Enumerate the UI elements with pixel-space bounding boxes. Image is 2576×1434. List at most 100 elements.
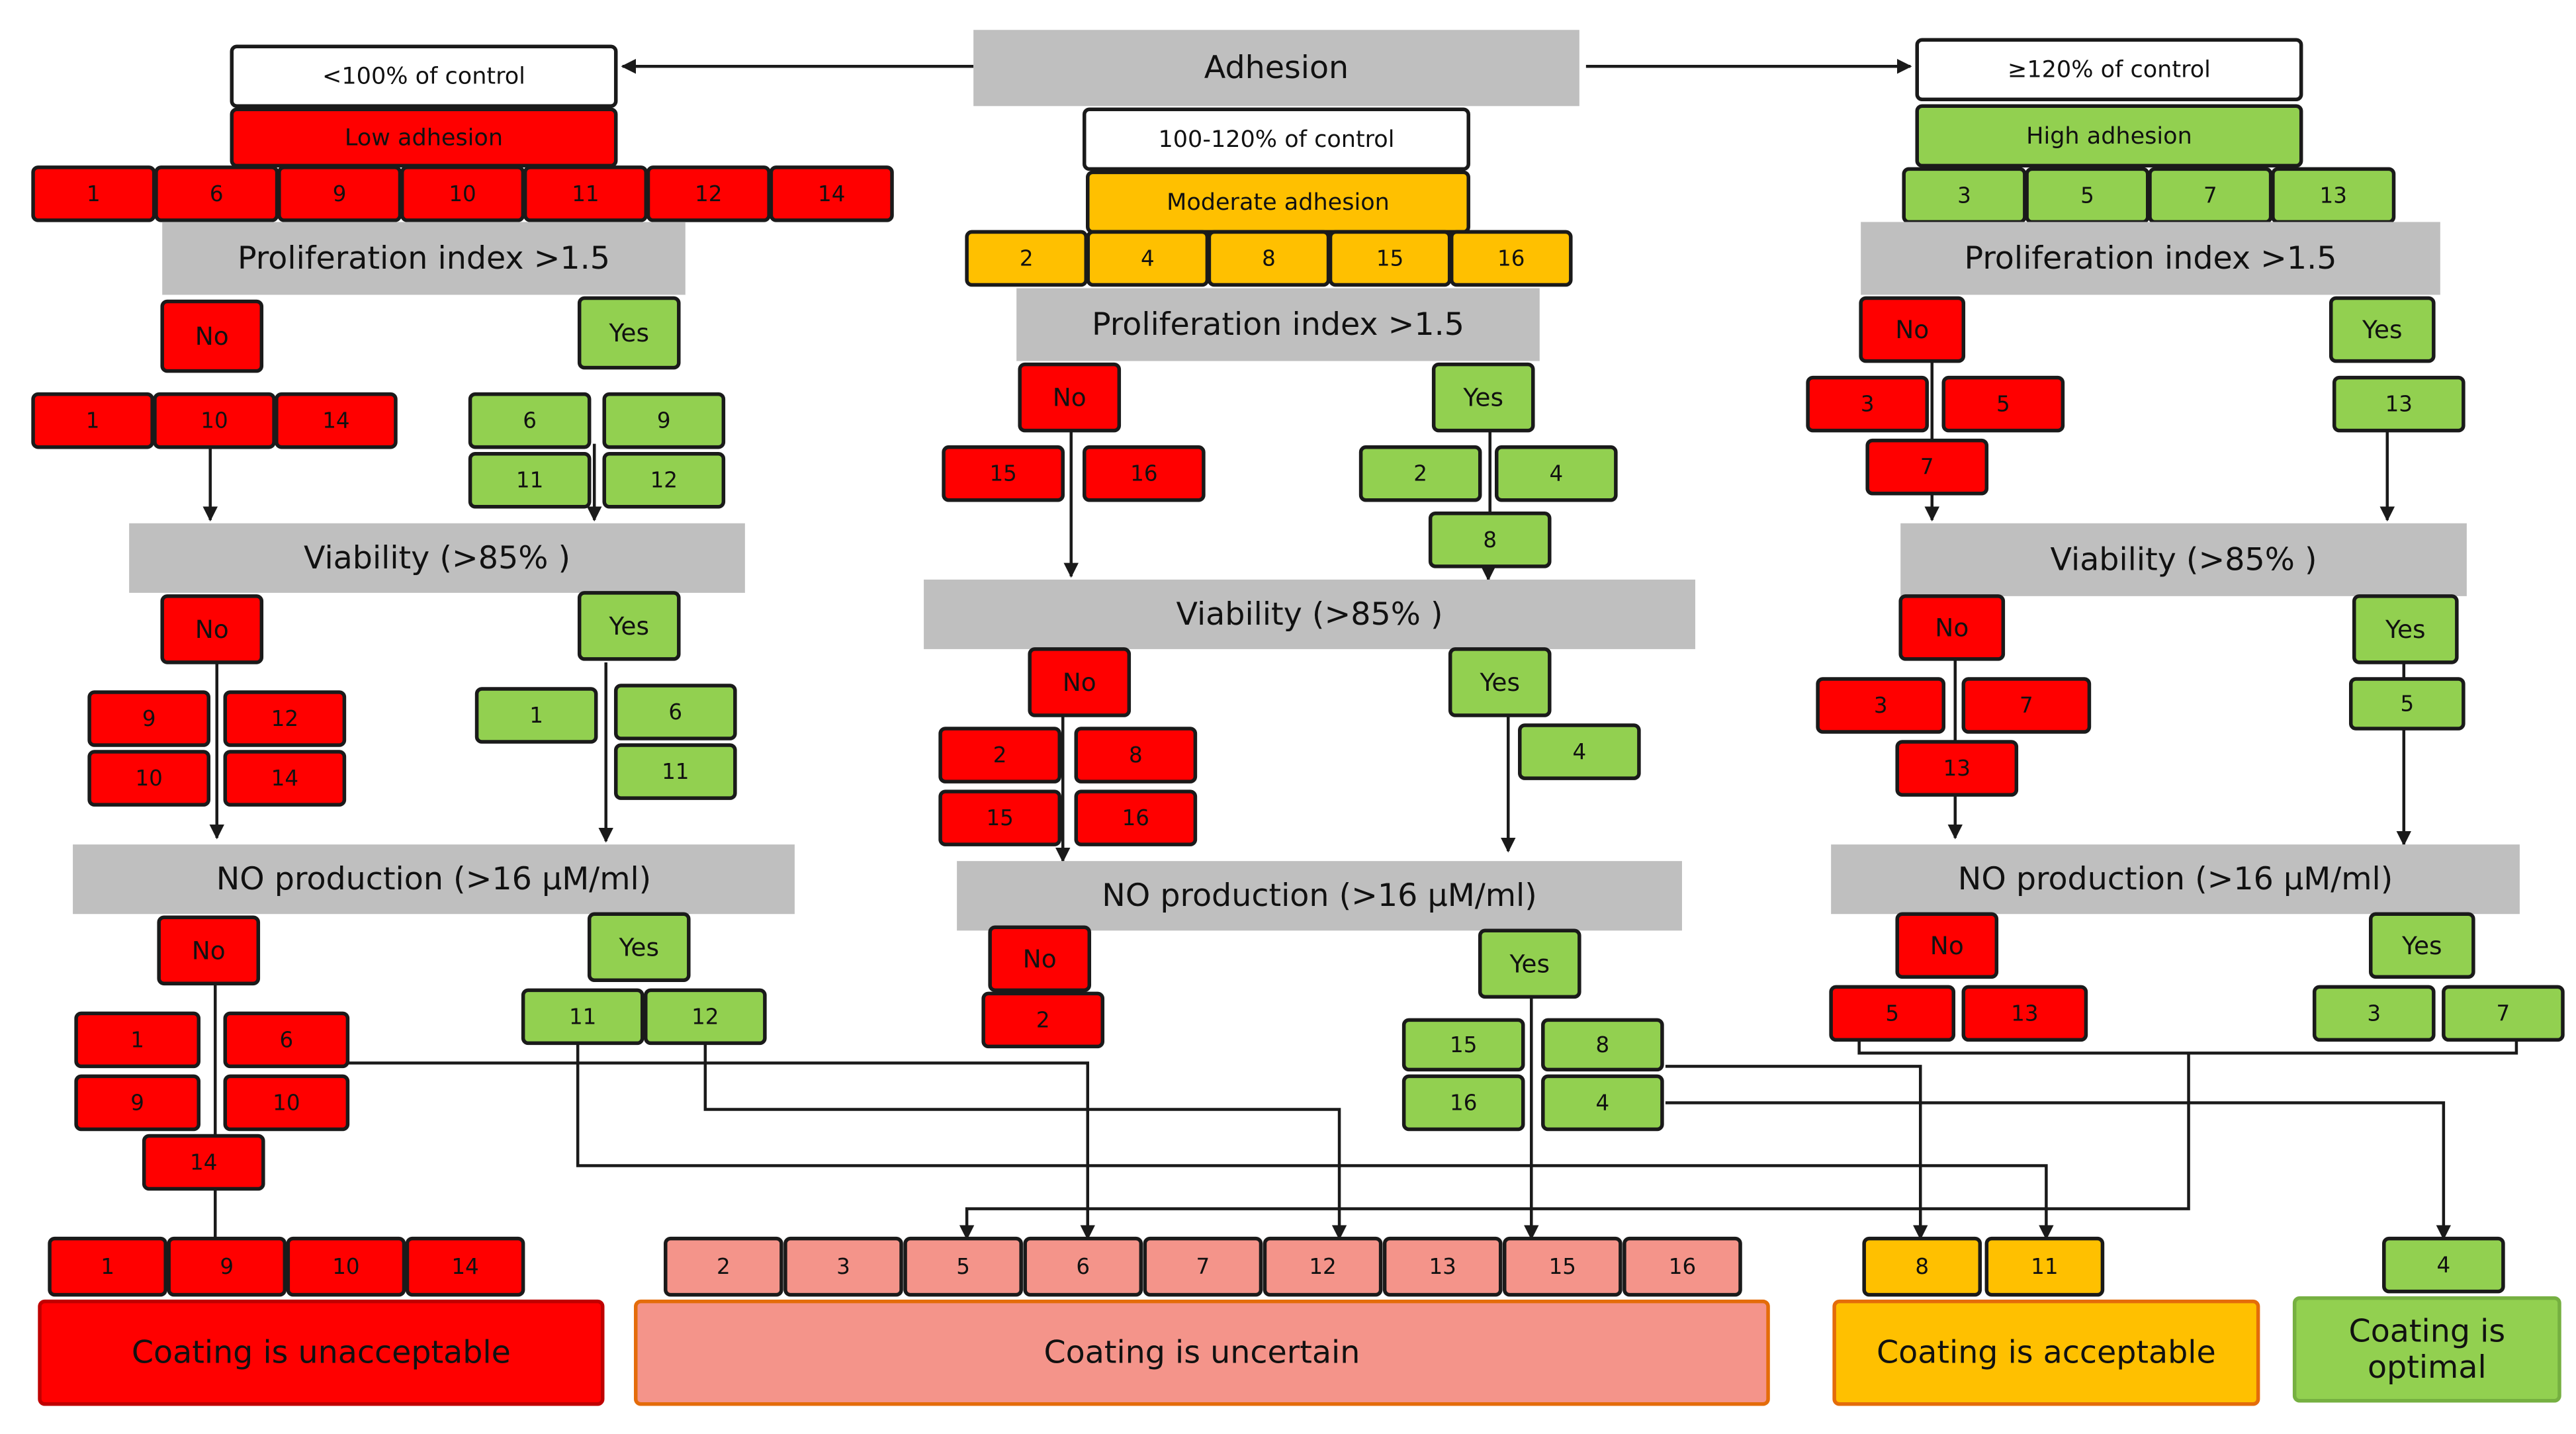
mod-prolif-yes-item-4-text: 4 (1549, 461, 1563, 486)
high-viab-no-text: No (1935, 613, 1969, 642)
low-prolif-yes-item-12-text: 12 (650, 468, 678, 493)
mod-prolif-no-item-16: 16 (1083, 445, 1206, 502)
uncertain-item-13-text: 13 (1429, 1254, 1456, 1279)
unacceptable-item-1-text: 1 (101, 1254, 114, 1279)
mod-viab-no-item-15: 15 (938, 789, 1061, 846)
mod-no-yes-item-8-text: 8 (1596, 1032, 1610, 1057)
low-no-no-item-1-text: 1 (130, 1027, 144, 1052)
mod-viab-no-text: No (1063, 668, 1096, 697)
low-viab-yes-item-1-text: 1 (529, 703, 543, 728)
high-viab-label: Viability (>85% ) (1900, 523, 2467, 596)
outcome-uncertain-text: Coating is uncertain (1044, 1335, 1360, 1371)
mod-class-box: 100-120% of control (1083, 107, 1470, 171)
high-prolif-no-item-3: 3 (1806, 375, 1929, 433)
mod-class-box-text: 100-120% of control (1159, 126, 1395, 153)
high-no-yes: Yes (2369, 912, 2475, 979)
low-item-10-text: 10 (449, 181, 476, 206)
low-item-12: 12 (646, 165, 771, 222)
low-prolif-yes-item-6-text: 6 (523, 408, 537, 433)
mod-viab-yes-item-4: 4 (1518, 723, 1641, 780)
high-prolif-no-item-5-text: 5 (1996, 392, 2010, 417)
high-level-box-text: High adhesion (2026, 122, 2192, 150)
root-adhesion-text: Adhesion (1204, 50, 1349, 86)
outcome-optimal-text: Coating is (2349, 1313, 2506, 1349)
high-item-5-text: 5 (2080, 183, 2094, 208)
low-item-9: 9 (277, 165, 402, 222)
connector-line (1665, 1065, 1928, 1240)
low-viab-label-text: Viability (>85% ) (304, 540, 570, 576)
high-no-yes-item-3-text: 3 (2367, 1001, 2381, 1026)
uncertain-item-6: 6 (1023, 1236, 1143, 1297)
high-viab-no-item-7: 7 (1961, 677, 2092, 734)
low-prolif-yes-item-12: 12 (602, 451, 726, 509)
mod-no-yes-item-16: 16 (1401, 1074, 1525, 1132)
high-no-label: NO production (>16 μM/ml) (1831, 844, 2520, 915)
low-item-1-text: 1 (87, 181, 101, 206)
low-no-label: NO production (>16 μM/ml) (73, 844, 795, 915)
mod-item-4-text: 4 (1141, 246, 1155, 271)
low-level-box: Low adhesion (230, 107, 618, 168)
low-no-no-text: No (192, 936, 226, 965)
high-no-no: No (1895, 912, 1999, 979)
mod-viab-no-item-16: 16 (1074, 789, 1198, 846)
uncertain-item-5: 5 (903, 1236, 1023, 1297)
uncertain-item-12: 12 (1263, 1236, 1383, 1297)
high-item-5: 5 (2025, 167, 2150, 224)
low-no-yes: Yes (587, 912, 691, 983)
low-prolif-no-item-14-text: 14 (322, 408, 349, 433)
outcome-optimal-text: optimal (2368, 1349, 2487, 1386)
low-no-no-item-14-text: 14 (190, 1150, 217, 1175)
mod-prolif-yes-item-8: 8 (1428, 512, 1552, 568)
mod-viab-no-item-2-text: 2 (993, 742, 1007, 768)
low-prolif-no: No (160, 299, 264, 373)
acceptable-item-11: 11 (1984, 1236, 2105, 1297)
low-no-no-item-10: 10 (223, 1074, 350, 1132)
mod-no-label-text: NO production (>16 μM/ml) (1102, 877, 1536, 914)
outcome-uncertain: Coating is uncertain (633, 1299, 1770, 1406)
low-item-1: 1 (31, 165, 156, 222)
outcome-unacceptable: Coating is unacceptable (38, 1299, 605, 1406)
high-no-no-item-13: 13 (1961, 985, 2088, 1042)
mod-no-label: NO production (>16 μM/ml) (957, 861, 1682, 931)
unacceptable-item-9: 9 (167, 1236, 287, 1297)
high-prolif-no-item-3-text: 3 (1861, 392, 1875, 417)
high-prolif-no-item-7-text: 7 (1920, 455, 1934, 480)
acceptable-item-11-text: 11 (2031, 1254, 2058, 1279)
mod-viab-yes-text: Yes (1479, 668, 1520, 697)
high-item-3: 3 (1902, 167, 2027, 224)
high-item-7-text: 7 (2203, 183, 2217, 208)
low-viab-yes-text: Yes (608, 611, 649, 641)
low-class-box-text: <100% of control (322, 63, 525, 90)
mod-no-yes: Yes (1478, 928, 1581, 999)
unacceptable-item-14-text: 14 (451, 1254, 478, 1279)
low-viab-no-item-14-text: 14 (271, 766, 298, 791)
uncertain-item-16: 16 (1622, 1236, 1742, 1297)
high-item-7: 7 (2148, 167, 2273, 224)
high-viab-no-item-13: 13 (1895, 740, 2019, 797)
low-viab-yes: Yes (577, 591, 681, 661)
mod-viab-label-text: Viability (>85% ) (1177, 596, 1443, 633)
high-item-3-text: 3 (1957, 183, 1971, 208)
low-viab-no-item-12: 12 (223, 690, 347, 747)
high-no-no-item-5: 5 (1829, 985, 1956, 1042)
low-item-12-text: 12 (695, 181, 722, 206)
low-viab-no-item-12-text: 12 (271, 706, 298, 731)
high-no-no-item-5-text: 5 (1885, 1001, 1899, 1026)
high-viab-no-item-7-text: 7 (2020, 693, 2033, 718)
mod-no-yes-item-15: 15 (1401, 1018, 1525, 1072)
uncertain-item-7-text: 7 (1196, 1254, 1210, 1279)
mod-viab-label: Viability (>85% ) (924, 579, 1695, 649)
low-item-6: 6 (154, 165, 279, 222)
high-no-yes-item-3: 3 (2312, 985, 2436, 1042)
uncertain-item-16-text: 16 (1669, 1254, 1696, 1279)
mod-prolif-yes-item-2-text: 2 (1413, 461, 1427, 486)
low-item-10: 10 (400, 165, 525, 222)
high-prolif-no-item-5: 5 (1941, 375, 2065, 433)
mod-level-box: Moderate adhesion (1086, 170, 1470, 234)
low-prolif-no-item-1: 1 (31, 392, 154, 449)
unacceptable-item-10: 10 (286, 1236, 406, 1297)
low-viab-no-item-9-text: 9 (142, 706, 156, 731)
high-class-box: ≥120% of control (1915, 38, 2303, 102)
